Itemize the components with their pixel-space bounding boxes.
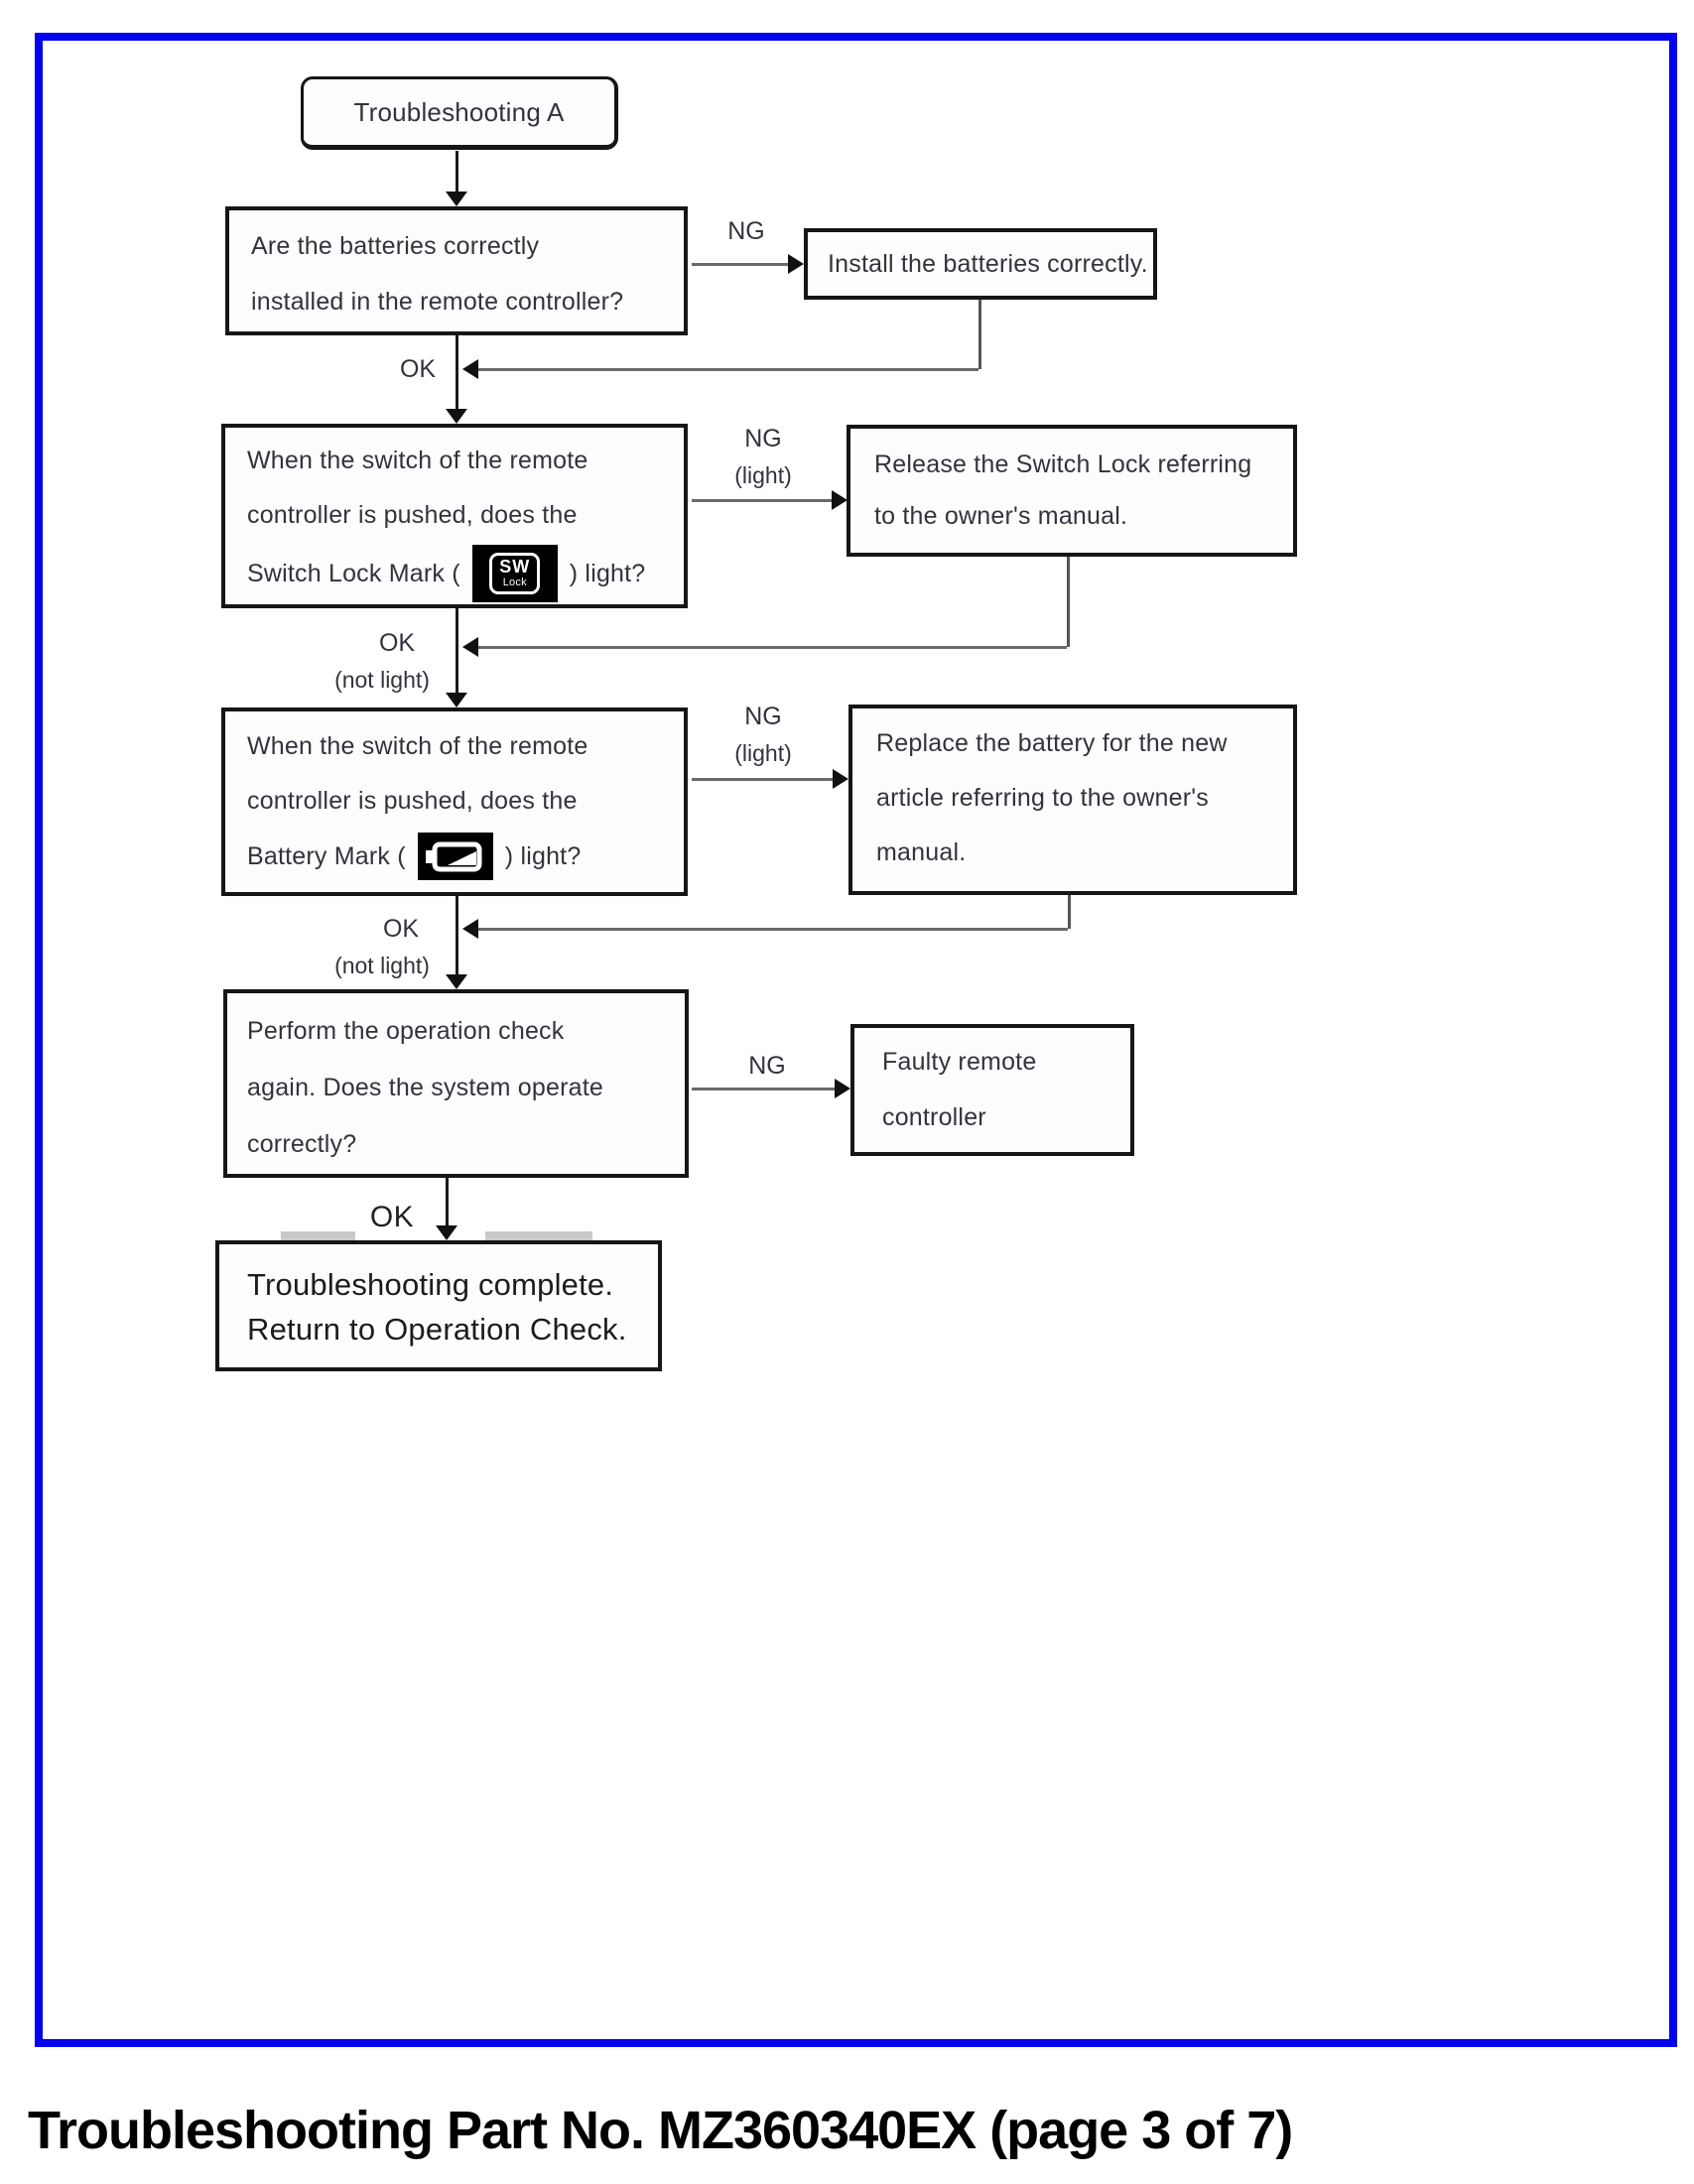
terminal-faulty-remote-node: Faulty remote controller (850, 1024, 1134, 1156)
question-operation-line1: Perform the operation check (247, 1017, 565, 1045)
connector-q3-q4 (456, 896, 458, 975)
action-replace-line2: article referring to the owner's (876, 784, 1209, 812)
question-battery-mark-line3-post: ) light? (504, 841, 582, 870)
action-install-batteries-line1: Install the batteries correctly. (828, 249, 1148, 278)
scan-artifact-bar-right (485, 1231, 592, 1240)
action-install-batteries-node: Install the batteries correctly. (804, 228, 1157, 300)
return-drop-2 (1067, 557, 1070, 647)
switch-lock-icon-text-lock: Lock (502, 577, 527, 588)
question-switch-lock-node: When the switch of the remote controller… (221, 424, 688, 608)
connector-q1-q2 (456, 335, 458, 410)
action-release-line1: Release the Switch Lock referring (874, 450, 1252, 478)
switch-lock-icon: SW Lock (471, 545, 558, 602)
arrowhead-ng-3 (833, 769, 848, 789)
label-ng-1: NG (727, 217, 765, 245)
return-drop-1 (978, 300, 981, 369)
scan-artifact-bar-left (281, 1231, 355, 1240)
switch-lock-icon-text-sw: SW (499, 557, 531, 577)
connector-q4-end (446, 1178, 449, 1225)
action-release-line2: to the owner's manual. (874, 501, 1128, 530)
arrowhead-q4-end (436, 1225, 457, 1240)
question-switch-lock-line3-post: ) light? (569, 559, 646, 587)
action-replace-line1: Replace the battery for the new (876, 729, 1228, 757)
return-line-1 (478, 368, 978, 371)
question-batteries-node: Are the batteries correctly installed in… (225, 206, 688, 335)
faulty-remote-line1: Faulty remote (882, 1047, 1037, 1076)
question-switch-lock-line2: controller is pushed, does the (247, 501, 578, 529)
arrowhead-ng-4 (835, 1079, 850, 1098)
question-batteries-line2: installed in the remote controller? (251, 287, 624, 316)
return-line-3 (478, 928, 1068, 931)
label-ok-4: OK (369, 1201, 415, 1233)
arrowhead-start-q1 (446, 192, 467, 206)
label-not-light-2: (not light) (334, 667, 430, 693)
question-battery-mark-line3-pre: Battery Mark ( (247, 841, 406, 870)
connector-start-q1 (456, 151, 458, 194)
end-node-line2: Return to Operation Check. (247, 1311, 627, 1347)
question-batteries-line1: Are the batteries correctly (251, 231, 540, 260)
page-caption: Troubleshooting Part No. MZ360340EX (pag… (28, 2101, 1293, 2160)
return-drop-3 (1068, 895, 1071, 929)
arrowhead-ng-1 (788, 254, 804, 274)
start-node: Troubleshooting A (301, 76, 618, 150)
question-switch-lock-line1: When the switch of the remote (247, 447, 588, 474)
question-battery-mark-line1: When the switch of the remote (247, 732, 588, 760)
arrowhead-return-2 (462, 637, 478, 657)
label-light-2: (light) (734, 462, 792, 488)
label-light-3: (light) (734, 740, 792, 766)
question-operation-line2: again. Does the system operate (247, 1074, 603, 1101)
label-ng-2: NG (744, 425, 782, 452)
battery-icon-svg (417, 833, 493, 880)
connector-q2-q3 (456, 608, 458, 694)
battery-icon (417, 833, 493, 880)
action-replace-line3: manual. (876, 838, 967, 866)
arrowhead-q2-q3 (446, 693, 467, 707)
edge-ng-2 (692, 499, 832, 502)
label-ng-4: NG (748, 1052, 786, 1080)
label-ok-3: OK (382, 915, 420, 943)
faulty-remote-line2: controller (882, 1102, 986, 1131)
question-operation-check-node: Perform the operation check again. Does … (223, 989, 689, 1178)
start-node-label: Troubleshooting A (353, 96, 565, 127)
edge-ng-1 (692, 263, 788, 266)
switch-lock-icon-frame: SW Lock (489, 553, 541, 594)
question-battery-mark-node: When the switch of the remote controller… (221, 707, 688, 896)
question-switch-lock-line3-pre: Switch Lock Mark ( (247, 559, 460, 587)
label-ng-3: NG (744, 703, 782, 730)
label-ok-1: OK (399, 355, 437, 383)
arrowhead-q3-q4 (446, 974, 467, 989)
action-release-switch-lock-node: Release the Switch Lock referring to the… (847, 425, 1297, 557)
question-battery-mark-line2: controller is pushed, does the (247, 787, 578, 815)
end-node-line1: Troubleshooting complete. (247, 1266, 614, 1302)
edge-ng-4 (692, 1088, 835, 1091)
label-not-light-3: (not light) (334, 953, 430, 978)
arrowhead-return-3 (462, 919, 478, 939)
arrowhead-return-1 (462, 359, 478, 379)
action-replace-battery-node: Replace the battery for the new article … (848, 705, 1297, 895)
arrowhead-ng-2 (832, 490, 847, 510)
end-node: Troubleshooting complete. Return to Oper… (215, 1240, 662, 1371)
label-ok-2: OK (378, 629, 416, 657)
arrowhead-q1-q2 (446, 409, 467, 424)
question-operation-line3: correctly? (247, 1130, 357, 1158)
return-line-2 (478, 646, 1067, 649)
edge-ng-3 (692, 778, 833, 781)
